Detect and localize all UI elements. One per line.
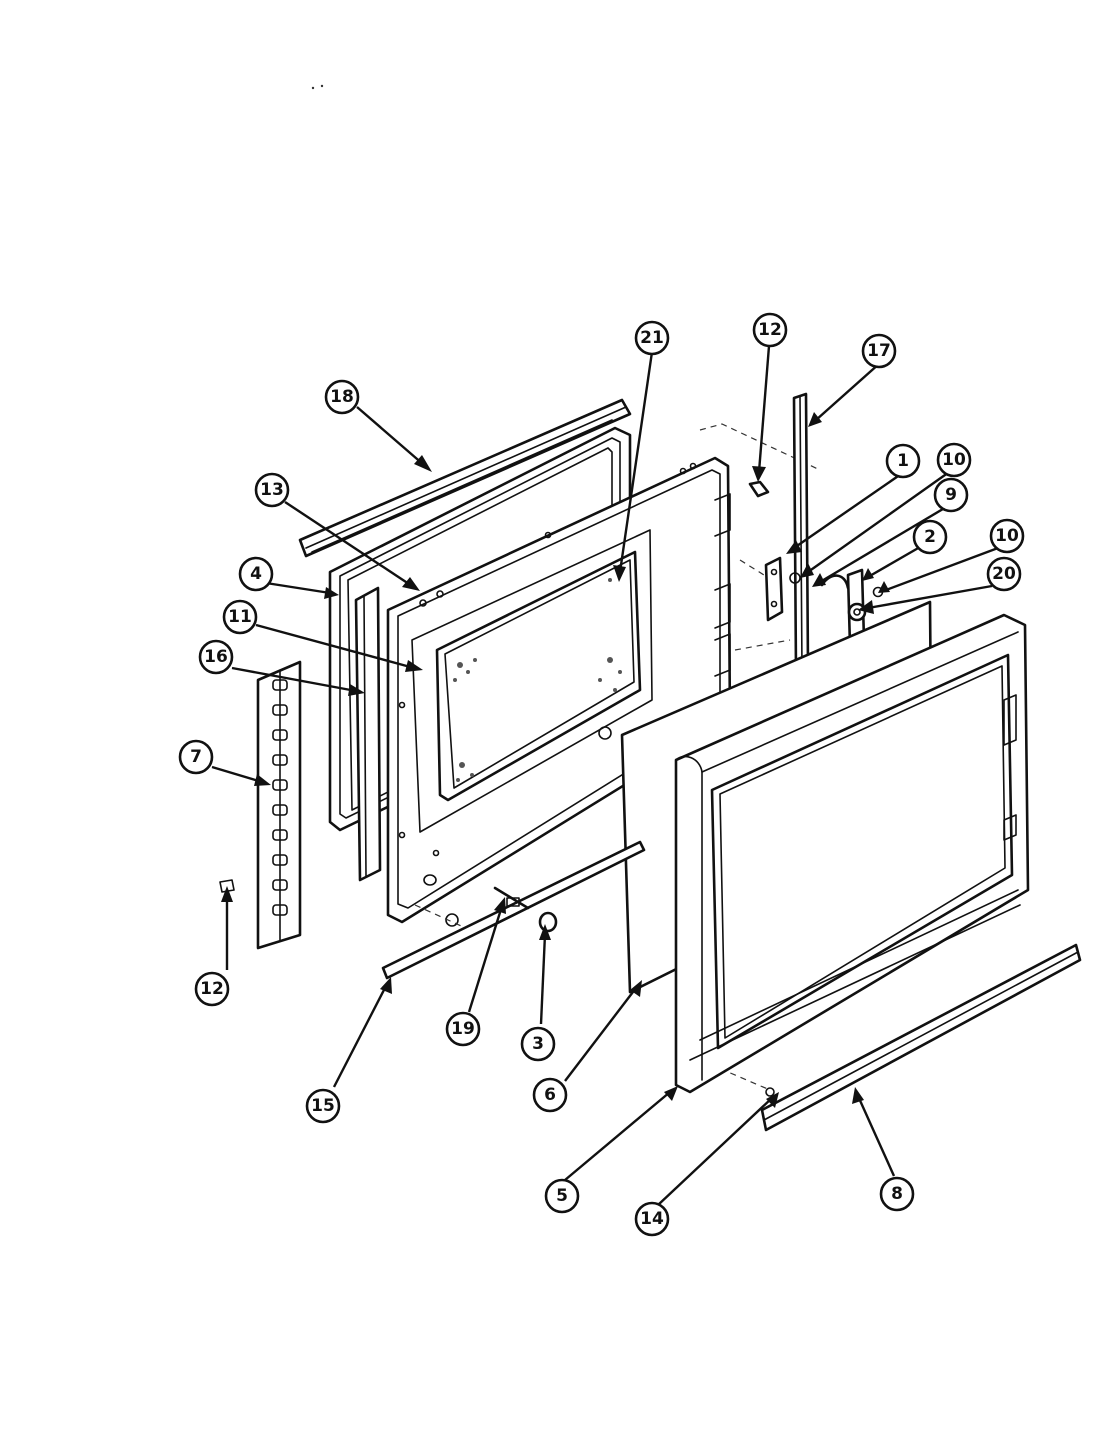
arrowheads	[221, 412, 890, 1108]
callout-12-top: 12	[752, 312, 788, 348]
leader-lines	[211, 345, 999, 1206]
svg-text:7: 7	[190, 747, 202, 767]
callout-17: 17	[861, 333, 897, 369]
svg-text:16: 16	[204, 647, 228, 667]
callout-5: 5	[544, 1178, 580, 1214]
callout-20: 20	[986, 556, 1022, 592]
svg-text:15: 15	[311, 1096, 335, 1116]
svg-text:10: 10	[942, 450, 966, 470]
svg-text:4: 4	[250, 564, 262, 584]
callout-19: 19	[445, 1011, 481, 1047]
part-5-door-front	[674, 613, 1030, 1094]
callout-10-upper: 10	[936, 442, 972, 478]
stray-marks	[311, 84, 324, 90]
part-20-latch-cam	[847, 602, 867, 622]
svg-text:19: 19	[451, 1019, 475, 1039]
callout-8: 8	[879, 1176, 915, 1212]
part-3-bumper	[538, 911, 558, 933]
part-15-bottom-rail	[381, 840, 646, 980]
callout-15: 15	[305, 1088, 341, 1124]
svg-text:17: 17	[867, 341, 891, 361]
part-7-hinge	[256, 660, 302, 950]
svg-text:10: 10	[995, 526, 1019, 546]
part-19-hinge-rod	[493, 886, 530, 910]
callout-7: 7	[178, 739, 214, 775]
callout-14: 14	[634, 1201, 670, 1237]
callout-2: 2	[912, 519, 948, 555]
callout-4: 4	[238, 556, 274, 592]
svg-text:14: 14	[640, 1209, 664, 1229]
callout-11: 11	[222, 599, 258, 635]
callout-3: 3	[520, 1026, 556, 1062]
svg-text:12: 12	[200, 979, 224, 999]
part-1-bracket	[764, 556, 784, 622]
svg-text:18: 18	[330, 387, 354, 407]
svg-text:5: 5	[556, 1186, 568, 1206]
callout-10-lower: 10	[989, 518, 1025, 554]
callout-16: 16	[198, 639, 234, 675]
callout-18: 18	[324, 379, 360, 415]
callout-13: 13	[254, 472, 290, 508]
svg-text:3: 3	[532, 1034, 544, 1054]
part-11-inner-panel	[386, 456, 732, 927]
svg-text:2: 2	[924, 527, 936, 547]
callouts: 1 2 3 4 5 6 7 8	[178, 312, 1025, 1237]
callout-21: 21	[634, 320, 670, 356]
svg-text:6: 6	[544, 1085, 556, 1105]
callout-1: 1	[885, 443, 921, 479]
svg-text:1: 1	[897, 451, 909, 471]
part-12-screw-lower	[219, 879, 235, 893]
callout-12-bottom: 12	[194, 971, 230, 1007]
svg-text:13: 13	[260, 480, 284, 500]
part-14-screw	[765, 1087, 775, 1097]
svg-text:8: 8	[891, 1184, 903, 1204]
svg-text:12: 12	[758, 320, 782, 340]
part-12-screw-top	[748, 480, 770, 498]
part-18-top-trim	[298, 398, 632, 558]
svg-text:9: 9	[945, 485, 957, 505]
part-17-latch-rod	[792, 392, 810, 674]
svg-text:21: 21	[640, 328, 664, 348]
part-16-side-gasket	[354, 586, 382, 882]
callout-6: 6	[532, 1077, 568, 1113]
callout-9: 9	[933, 477, 969, 513]
svg-text:20: 20	[992, 564, 1016, 584]
svg-text:11: 11	[228, 607, 252, 627]
part-8-bottom-trim	[760, 943, 1082, 1132]
